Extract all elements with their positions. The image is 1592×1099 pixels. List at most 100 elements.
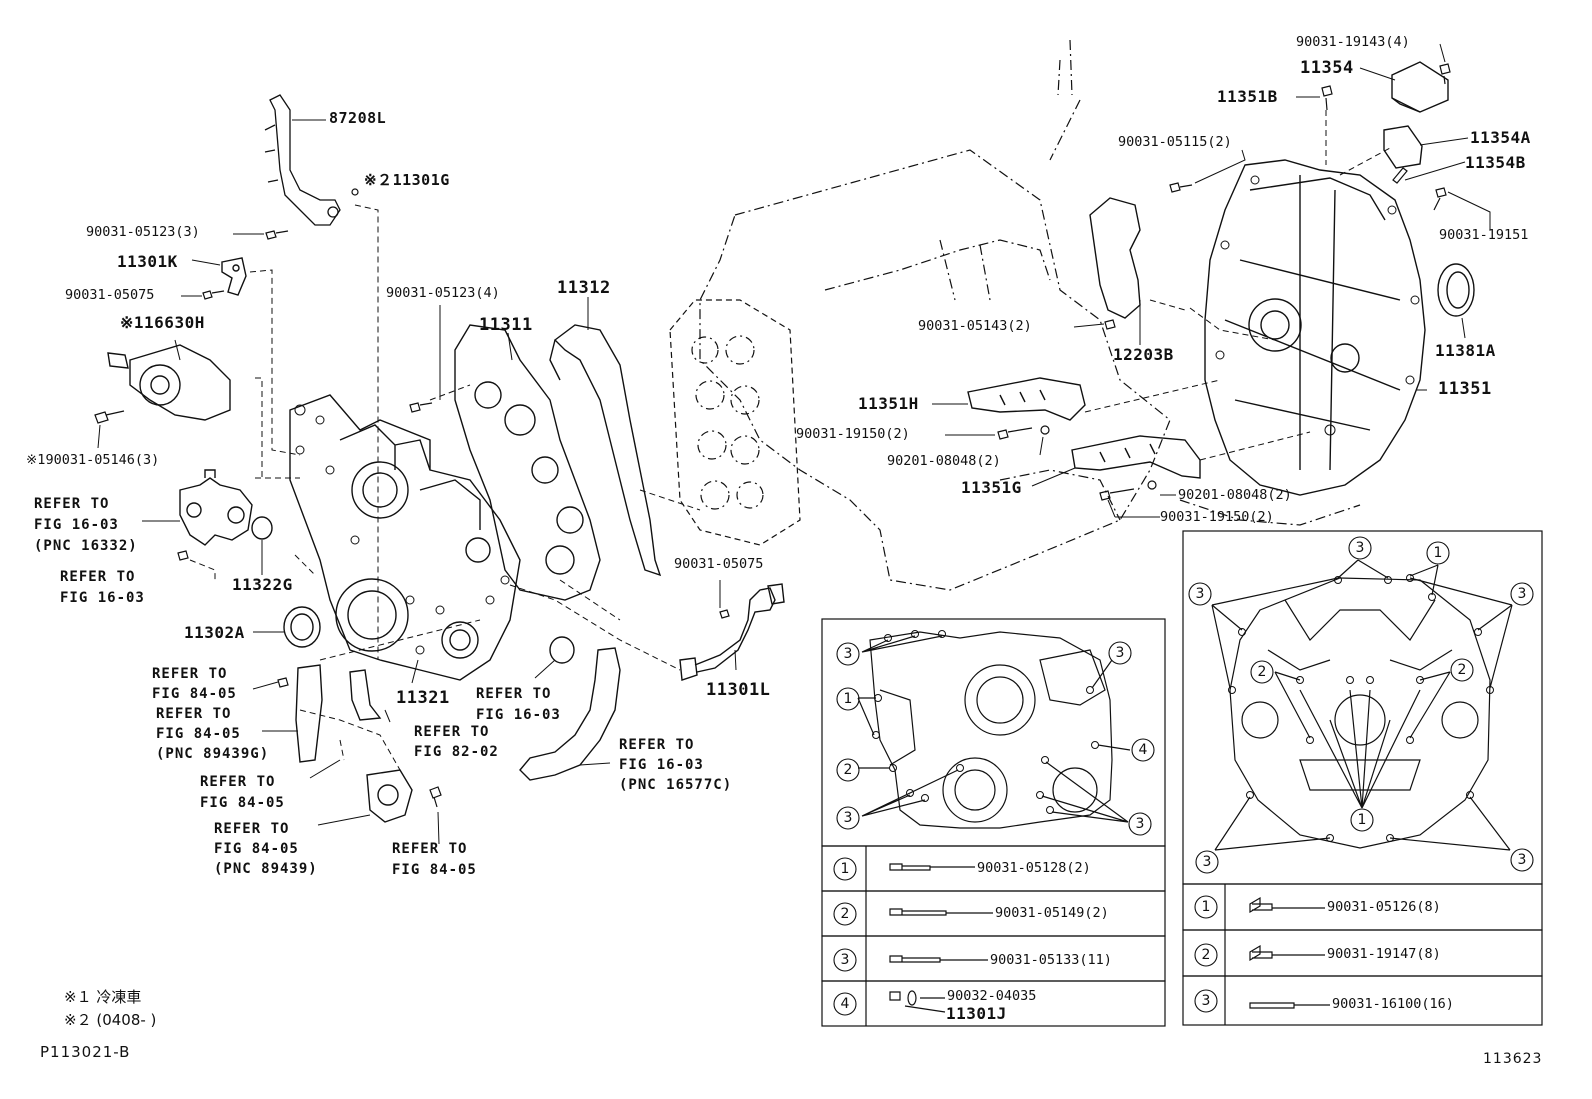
water-inlet [179,469,253,546]
bolt-glyph-1 [889,863,931,871]
front-bolt-box [821,618,1166,1027]
label-11351: 11351 [1438,379,1492,399]
note-1: ※１ 冷凍車 [64,988,142,1006]
label-11351B: 11351B [1217,87,1278,106]
callout-3: 3 [1517,852,1527,868]
callout-3: 3 [1355,540,1365,556]
callout-3: 3 [843,810,853,826]
o-ring-11322G [251,516,273,540]
table-right-part: 90031-05126(8) [1327,899,1441,915]
seal-11381A [1437,263,1475,317]
sensor-11301L [679,583,785,681]
bolt-glyph-3 [889,955,941,963]
flywheel-housing-11351 [1204,159,1426,496]
callout-3: 3 [1517,586,1527,602]
table-right-num: 1 [1201,899,1211,915]
bracket-11351G [1071,435,1201,479]
gasket-11312 [549,324,662,577]
callout-3: 3 [1195,586,1205,602]
label-11301J: 11301J [946,1004,1007,1023]
label-90031-19150-a: 90031-19150(2) [796,426,910,442]
table-right-num: 2 [1201,947,1211,963]
label-11351G: 11351G [961,478,1022,497]
callout-4: 4 [1138,742,1148,758]
bolt-glyph-r2 [1249,944,1273,962]
label-190031-05146: ※190031-05146(3) [26,452,160,468]
note-2: ※２ (0408- ) [64,1011,157,1029]
label-11321: 11321 [396,688,450,708]
table-left-part: 90031-05128(2) [977,860,1091,876]
cover-11354 [1383,61,1449,169]
assembly-lines [189,110,1391,771]
callout-2: 2 [1257,664,1267,680]
callout-3: 3 [843,646,853,662]
table-left-num: 4 [840,996,850,1012]
label-116630H: ※116630H [120,313,205,332]
leader-lines [97,43,1491,845]
table-right-part: 90031-16100(16) [1332,996,1454,1012]
o-ring [549,636,575,664]
callout-2: 2 [1457,662,1467,678]
callout-2: 2 [843,762,853,778]
bolts [94,63,1451,808]
pipe-16577C [519,647,621,781]
label-11351H: 11351H [858,394,919,413]
callout-1: 1 [843,691,853,707]
label-90031-05123-3: 90031-05123(3) [86,224,200,240]
callout-3: 3 [1135,816,1145,832]
bolt-glyph-2 [889,908,947,916]
bracket-plates [295,664,413,823]
engine-outline [699,39,1361,591]
label-90201-08048-b: 90201-08048(2) [1178,487,1292,503]
callout-1: 1 [1433,545,1443,561]
label-11312: 11312 [557,278,611,298]
label-11322G: 11322G [232,575,293,594]
pipe-87208L [264,94,341,226]
rear-bolt-box [1182,530,1543,1026]
footer-code: P113021-B [40,1043,131,1061]
label-11381A: 11381A [1435,341,1496,360]
callout-circles [833,536,1534,1016]
table-left-part: 90031-05133(11) [990,952,1112,968]
label-90031-19143: 90031-19143(4) [1296,34,1410,50]
label-90031-05115: 90031-05115(2) [1118,134,1232,150]
label-11354A: 11354A [1470,128,1531,147]
bolt-glyph-r1 [1249,896,1273,914]
label-90031-05143: 90031-05143(2) [918,318,1032,334]
label-11301G: ※２11301G [364,171,450,189]
label-87208L: 87208L [329,109,387,127]
footer-fig-number: 113623 [1483,1051,1543,1067]
bracket-11351H [967,377,1086,421]
seal-11302A [283,606,321,648]
label-11301L: 11301L [706,680,771,700]
table-left-num: 3 [840,952,850,968]
label-90031-05123-4: 90031-05123(4) [386,285,500,301]
label-90201-08048-a: 90201-08048(2) [887,453,1001,469]
table-right-num: 3 [1201,993,1211,1009]
timing-cover-11321 [289,394,521,681]
label-11354: 11354 [1300,58,1354,78]
callout-1: 1 [1357,812,1367,828]
bracket-11301K [221,257,247,296]
table-left-part: 90032-04035 [947,988,1037,1004]
bolt-glyph-4 [889,991,901,1001]
engine-ports [669,299,801,546]
pump-116630H [107,344,231,421]
label-90031-05075-b: 90031-05075 [674,556,764,572]
label-11302A: 11302A [184,623,245,642]
table-left-part: 90031-05149(2) [995,905,1109,921]
table-left-num: 1 [840,861,850,877]
callout-3: 3 [1115,645,1125,661]
label-90031-05075-a: 90031-05075 [65,287,155,303]
